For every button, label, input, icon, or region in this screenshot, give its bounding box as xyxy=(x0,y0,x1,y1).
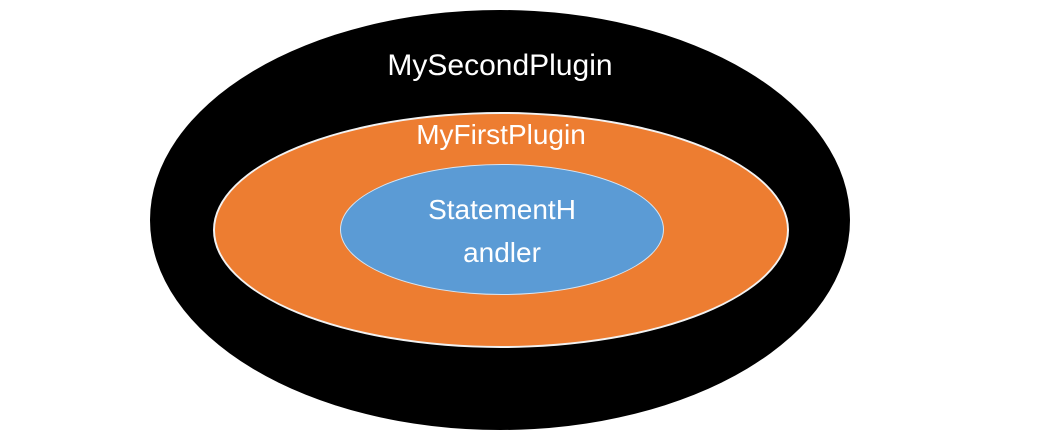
inner-ellipse-statementhandler xyxy=(340,164,664,295)
outer-ellipse-label: MySecondPlugin xyxy=(387,49,613,82)
middle-ellipse-label: MyFirstPlugin xyxy=(416,119,586,150)
inner-ellipse-label-line2: andler xyxy=(463,237,541,269)
inner-ellipse-label: StatementH andler xyxy=(340,188,664,275)
inner-ellipse-label-line1: StatementH xyxy=(428,194,576,225)
